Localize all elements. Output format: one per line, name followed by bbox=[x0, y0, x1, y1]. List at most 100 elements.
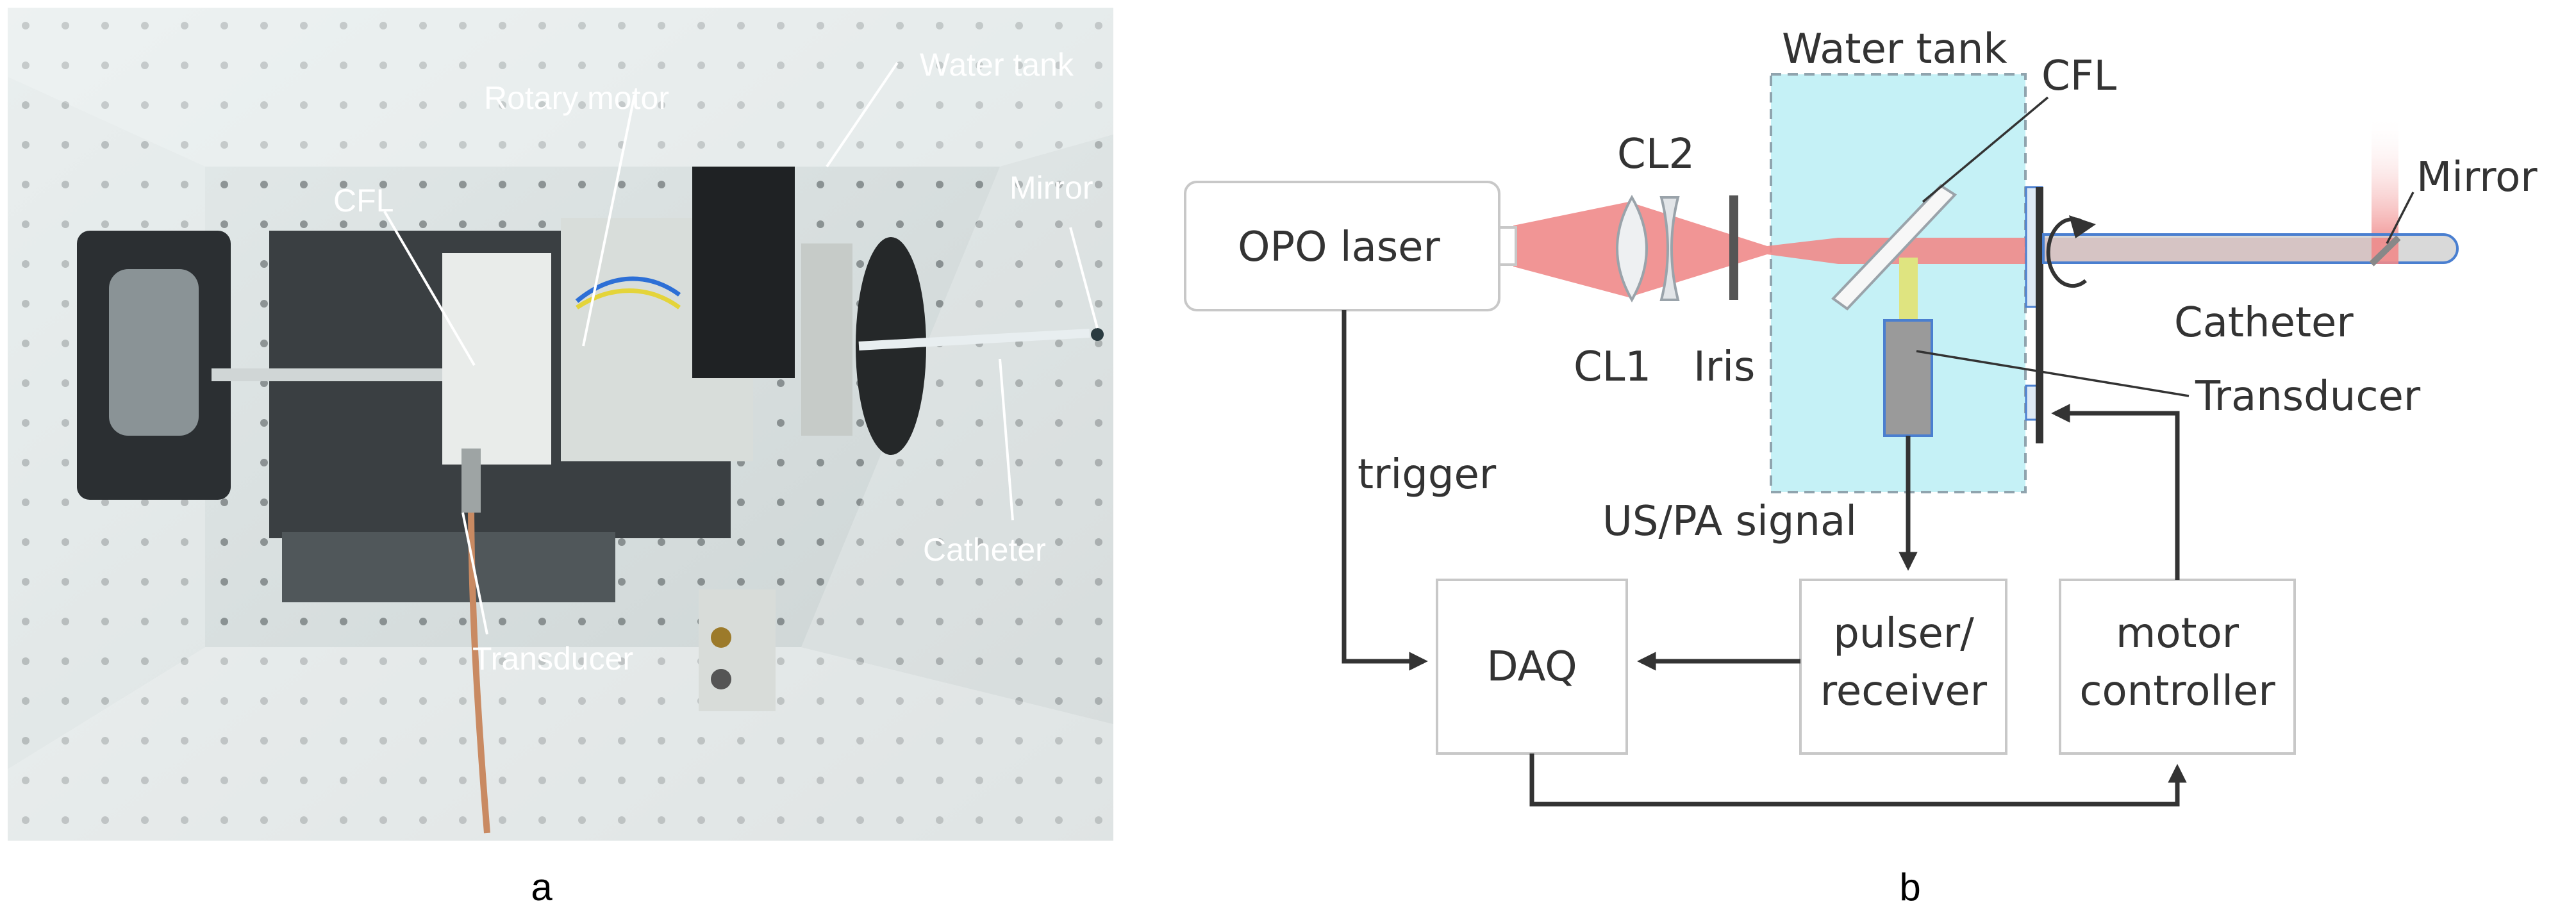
breadboard-hole bbox=[22, 101, 29, 109]
mirror-tip bbox=[1091, 328, 1104, 341]
breadboard-hole bbox=[499, 220, 506, 228]
leader-mirror-diagram bbox=[2386, 192, 2414, 244]
daq-box bbox=[1436, 579, 1628, 755]
breadboard-hole bbox=[976, 498, 983, 506]
lens-cl1 bbox=[1616, 194, 1648, 303]
breadboard-hole bbox=[62, 697, 69, 705]
breadboard-hole bbox=[62, 538, 69, 546]
breadboard-hole bbox=[1055, 300, 1063, 308]
breadboard-hole bbox=[459, 618, 467, 625]
breadboard-hole bbox=[856, 220, 864, 228]
photo-label-water-tank: Water tank bbox=[920, 47, 1074, 83]
breadboard-hole bbox=[1095, 538, 1102, 546]
breadboard-hole bbox=[1055, 657, 1063, 665]
breadboard-hole bbox=[62, 419, 69, 427]
clamp-screw-2 bbox=[711, 669, 731, 689]
breadboard-hole bbox=[62, 340, 69, 347]
breadboard-hole bbox=[22, 618, 29, 625]
breadboard-hole bbox=[1055, 578, 1063, 586]
breadboard-hole bbox=[22, 538, 29, 546]
breadboard-hole bbox=[300, 220, 308, 228]
breadboard-hole bbox=[340, 618, 347, 625]
breadboard-hole bbox=[936, 300, 943, 308]
wire-blue bbox=[575, 276, 681, 303]
breadboard-hole bbox=[62, 379, 69, 387]
breadboard-hole bbox=[101, 181, 109, 188]
breadboard-hole bbox=[896, 498, 904, 506]
breadboard-hole bbox=[260, 538, 268, 546]
breadboard-hole bbox=[936, 498, 943, 506]
breadboard-hole bbox=[1095, 340, 1102, 347]
photo-label-transducer: Transducer bbox=[472, 641, 633, 677]
leader-transducer bbox=[461, 512, 488, 635]
breadboard-hole bbox=[62, 300, 69, 308]
breadboard-hole bbox=[1015, 578, 1023, 586]
breadboard-hole bbox=[697, 538, 705, 546]
label-water-tank: Water tank bbox=[1782, 26, 2007, 73]
breadboard-hole bbox=[260, 459, 268, 466]
breadboard-hole bbox=[419, 220, 427, 228]
breadboard-hole bbox=[141, 141, 149, 149]
breadboard-hole bbox=[896, 578, 904, 586]
breadboard-hole bbox=[260, 181, 268, 188]
breadboard-hole bbox=[101, 618, 109, 625]
breadboard-hole bbox=[856, 618, 864, 625]
breadboard-hole bbox=[260, 220, 268, 228]
breadboard-hole bbox=[777, 379, 785, 387]
label-pulser-line2: receiver bbox=[1820, 668, 1988, 715]
breadboard-hole bbox=[220, 618, 228, 625]
breadboard-hole bbox=[141, 618, 149, 625]
breadboard-hole bbox=[62, 578, 69, 586]
breadboard-hole bbox=[976, 379, 983, 387]
breadboard-hole bbox=[101, 141, 109, 149]
breadboard-hole bbox=[1015, 379, 1023, 387]
breadboard-hole bbox=[1015, 419, 1023, 427]
breadboard-hole bbox=[817, 181, 824, 188]
transducer bbox=[1883, 319, 1933, 437]
breadboard-hole bbox=[658, 578, 665, 586]
breadboard-hole bbox=[260, 340, 268, 347]
breadboard-hole bbox=[141, 220, 149, 228]
clamp-screw bbox=[711, 627, 731, 648]
catheter-sheath bbox=[2042, 233, 2459, 264]
breadboard-hole bbox=[697, 578, 705, 586]
breadboard-hole bbox=[1055, 697, 1063, 705]
transducer-housing bbox=[461, 449, 481, 513]
breadboard-hole bbox=[22, 181, 29, 188]
breadboard-hole bbox=[976, 181, 983, 188]
beam-reflected bbox=[2372, 115, 2398, 243]
leader-cfl-diagram bbox=[1922, 96, 2049, 203]
breadboard-hole bbox=[856, 538, 864, 546]
breadboard-hole bbox=[1015, 657, 1023, 665]
breadboard-hole bbox=[459, 181, 467, 188]
breadboard-hole bbox=[618, 618, 626, 625]
pulser-receiver-box bbox=[1799, 579, 2007, 755]
breadboard-hole bbox=[1095, 618, 1102, 625]
breadboard-hole bbox=[777, 618, 785, 625]
breadboard-hole bbox=[1015, 181, 1023, 188]
breadboard-hole bbox=[1015, 498, 1023, 506]
breadboard-hole bbox=[976, 618, 983, 625]
breadboard-hole bbox=[1095, 181, 1102, 188]
rotary-motor-body bbox=[692, 167, 795, 378]
breadboard-hole bbox=[220, 578, 228, 586]
label-catheter: Catheter bbox=[2174, 299, 2354, 347]
breadboard-hole bbox=[22, 300, 29, 308]
label-opo-laser: OPO laser bbox=[1238, 224, 1440, 271]
breadboard-hole bbox=[260, 618, 268, 625]
breadboard-hole bbox=[1015, 618, 1023, 625]
breadboard-hole bbox=[777, 459, 785, 466]
breadboard-hole bbox=[22, 419, 29, 427]
breadboard-hole bbox=[62, 181, 69, 188]
breadboard-hole bbox=[22, 220, 29, 228]
breadboard-hole bbox=[181, 578, 188, 586]
coupler bbox=[801, 243, 852, 436]
breadboard-hole bbox=[1095, 657, 1102, 665]
breadboard-hole bbox=[817, 220, 824, 228]
label-iris: Iris bbox=[1693, 343, 1755, 391]
label-cl2: CL2 bbox=[1617, 131, 1695, 178]
breadboard-hole bbox=[936, 459, 943, 466]
holder-block bbox=[442, 253, 551, 465]
breadboard-hole bbox=[817, 618, 824, 625]
beam-diverging bbox=[1513, 202, 1629, 297]
